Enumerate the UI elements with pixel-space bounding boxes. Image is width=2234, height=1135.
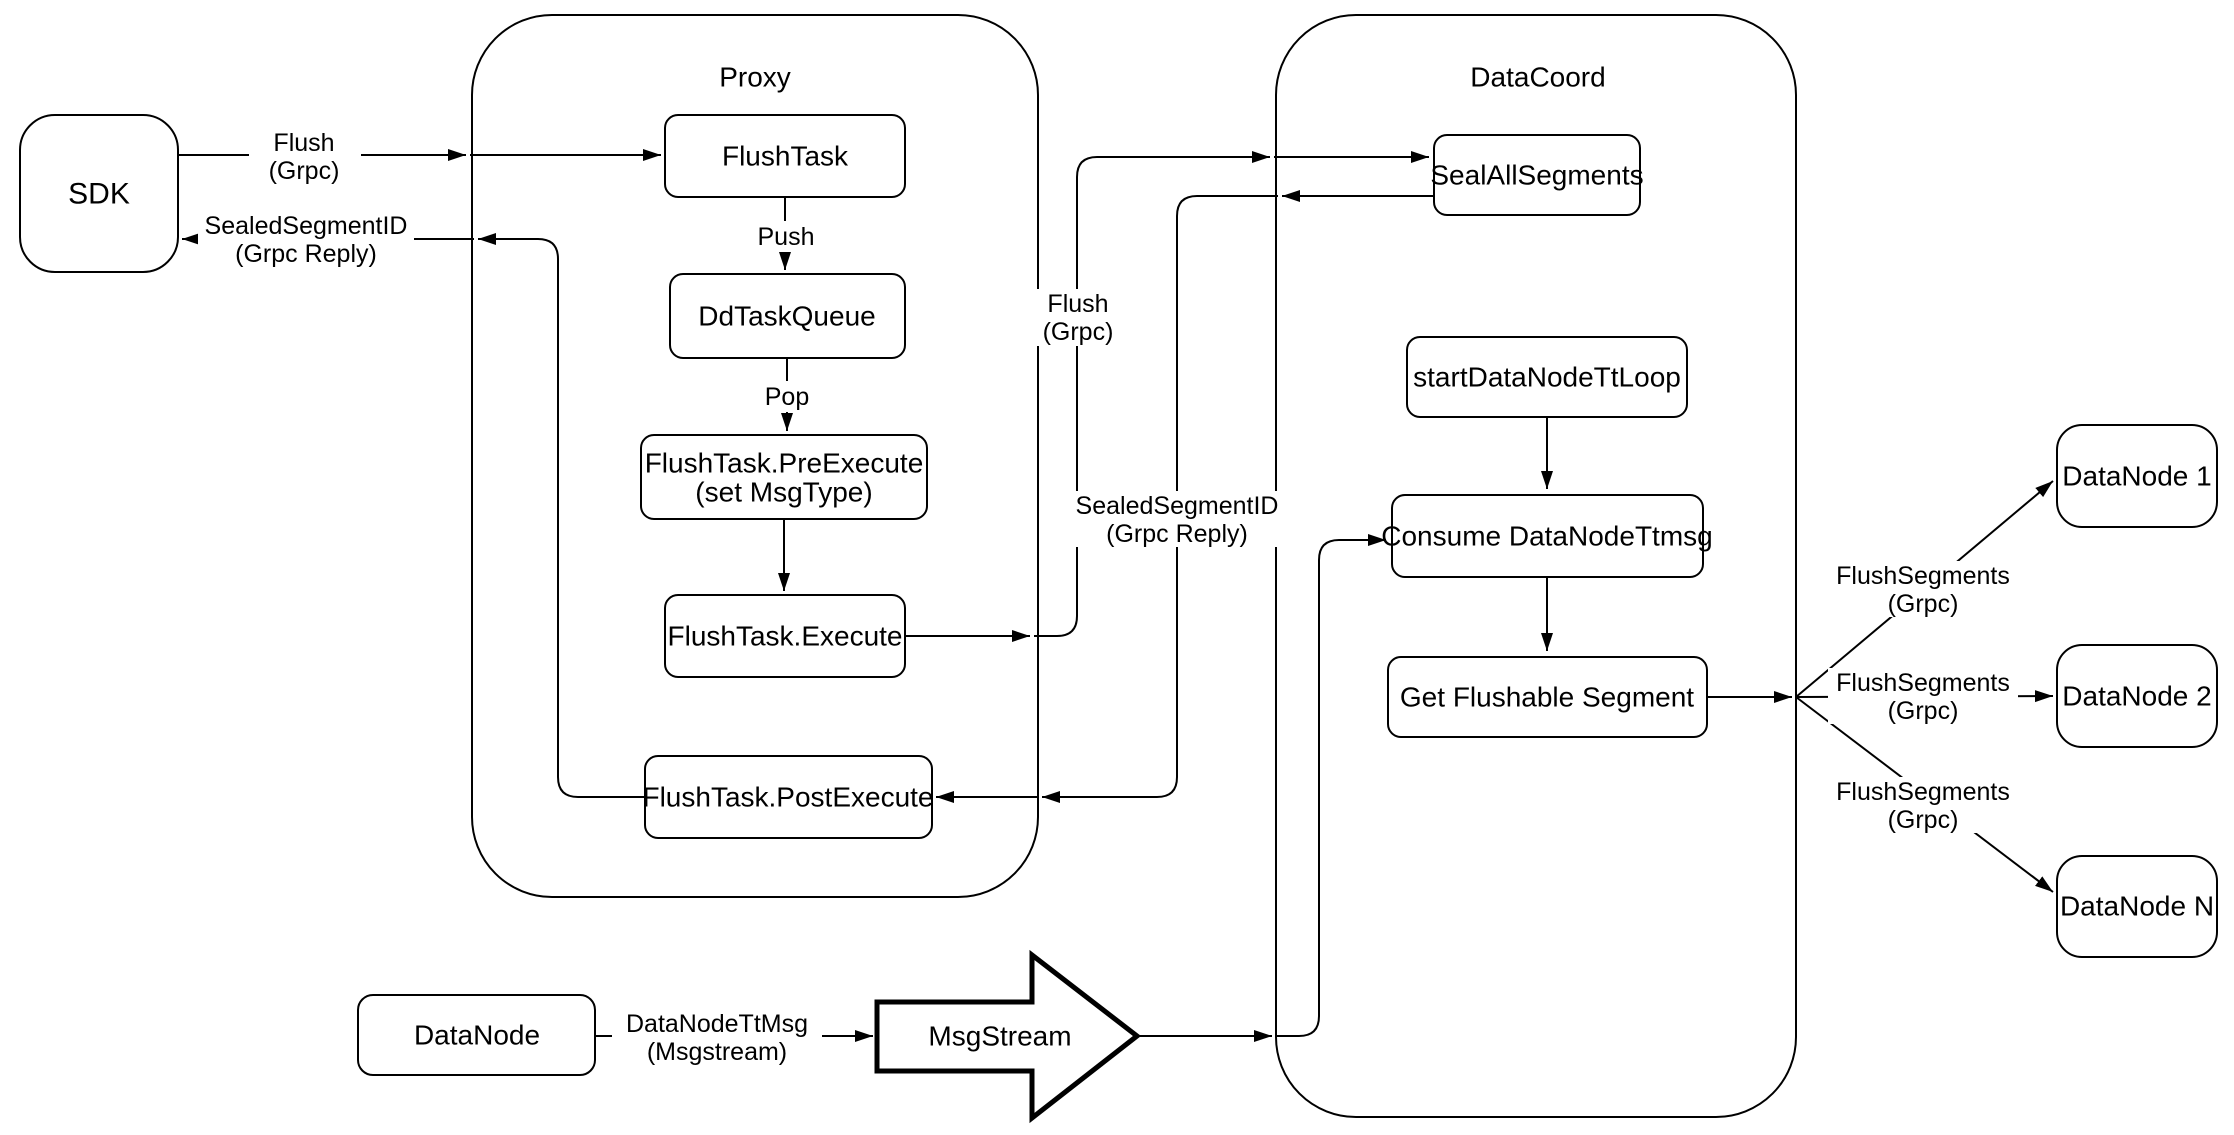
node-ddtaskqueue xyxy=(669,273,906,359)
node-getflushablesegment xyxy=(1387,656,1708,738)
datacoord-container xyxy=(1275,14,1797,1118)
edge-label-flushsegments2-line1: FlushSegments xyxy=(1836,669,2010,697)
edge-label-flush-grpc-sdk: Flush (Grpc) xyxy=(249,128,361,185)
node-getflushablesegment-label: Get Flushable Segment xyxy=(1400,682,1694,713)
edge-label-flush-line2: (Grpc) xyxy=(269,157,340,185)
edge-label-flush-mid-line1: Flush xyxy=(1047,290,1108,318)
datacoord-container-title: DataCoord xyxy=(1470,62,1605,93)
node-preexecute-label-line2: (set MsgType) xyxy=(695,477,872,508)
edge-label-datanodettmsg-line1: DataNodeTtMsg xyxy=(626,1010,808,1038)
edge-label-flush-grpc-mid: Flush (Grpc) xyxy=(1032,289,1124,346)
node-datanode2 xyxy=(2056,644,2218,748)
edge-label-push-text: Push xyxy=(758,223,815,251)
edge-label-flush-line1: Flush xyxy=(273,129,334,157)
edge-label-sealed-line1: SealedSegmentID xyxy=(205,212,408,240)
node-postexecute-label: FlushTask.PostExecute xyxy=(642,782,933,813)
node-datanode1 xyxy=(2056,424,2218,528)
edge-postexecute-to-proxy-edge xyxy=(478,233,645,798)
edge-label-flushsegments2-line2: (Grpc) xyxy=(1888,697,1959,725)
node-datanode-bottom xyxy=(357,994,596,1076)
edge-label-sealed-mid-line2: (Grpc Reply) xyxy=(1106,520,1248,548)
edge-label-flushsegments1-line1: FlushSegments xyxy=(1836,562,2010,590)
edge-label-sealed-line2: (Grpc Reply) xyxy=(235,240,377,268)
edge-datacoord-to-consume xyxy=(1276,534,1386,1037)
node-execute-label: FlushTask.Execute xyxy=(668,621,903,652)
edge-label-sealedsegmentid-sdk: SealedSegmentID (Grpc Reply) xyxy=(198,212,414,268)
edge-label-pop-text: Pop xyxy=(765,383,809,411)
edge-label-flush-mid-line2: (Grpc) xyxy=(1043,318,1114,346)
msgstream-label: MsgStream xyxy=(928,1021,1071,1052)
proxy-container xyxy=(471,14,1039,898)
node-startdatanodettloop-label: startDataNodeTtLoop xyxy=(1413,362,1681,393)
node-execute xyxy=(664,594,906,678)
node-flushtask-label: FlushTask xyxy=(722,141,849,172)
node-datanoden xyxy=(2056,855,2218,958)
node-sdk xyxy=(19,114,179,273)
edge-label-datanodettmsg: DataNodeTtMsg (Msgstream) xyxy=(612,1009,822,1066)
node-flushtask xyxy=(664,114,906,198)
node-datanode-bottom-label: DataNode xyxy=(414,1020,540,1051)
edge-label-flushsegmentsn-line1: FlushSegments xyxy=(1836,778,2010,806)
node-postexecute xyxy=(644,755,933,839)
node-startdatanodettloop xyxy=(1406,336,1688,418)
node-consumedatanodettmsg-label: Consume DataNodeTtmsg xyxy=(1381,521,1712,552)
node-datanode2-label: DataNode 2 xyxy=(2062,681,2211,712)
edge-label-pop: Pop xyxy=(757,381,817,412)
edge-label-flushsegments1-line2: (Grpc) xyxy=(1888,590,1959,618)
msgstream-block-arrow-shape xyxy=(874,949,1142,1124)
edge-label-sealedsegmentid-mid: SealedSegmentID (Grpc Reply) xyxy=(1069,491,1285,548)
edge-label-push: Push xyxy=(750,221,822,252)
edge-label-flushsegments-2: FlushSegments (Grpc) xyxy=(1828,668,2018,725)
node-sealallsegments xyxy=(1433,134,1641,216)
node-preexecute xyxy=(640,434,928,520)
edge-label-sealed-mid-line1: SealedSegmentID xyxy=(1076,492,1279,520)
edge-label-flushsegmentsn-line2: (Grpc) xyxy=(1888,806,1959,834)
edge-proxy-to-datacoord-flush xyxy=(1034,151,1270,637)
edge-label-flushsegments-n: FlushSegments (Grpc) xyxy=(1828,777,2018,834)
edge-label-datanodettmsg-line2: (Msgstream) xyxy=(647,1038,787,1066)
edge-label-flushsegments-1: FlushSegments (Grpc) xyxy=(1828,561,2018,618)
node-datanoden-label: DataNode N xyxy=(2060,891,2214,922)
node-ddtaskqueue-label: DdTaskQueue xyxy=(698,301,875,332)
node-datanode1-label: DataNode 1 xyxy=(2062,461,2211,492)
proxy-container-title: Proxy xyxy=(719,62,791,93)
node-consumedatanodettmsg xyxy=(1391,494,1704,578)
node-sealallsegments-label: SealAllSegments xyxy=(1430,160,1643,191)
node-sdk-label: SDK xyxy=(68,178,130,211)
node-preexecute-label-line1: FlushTask.PreExecute xyxy=(645,448,924,479)
